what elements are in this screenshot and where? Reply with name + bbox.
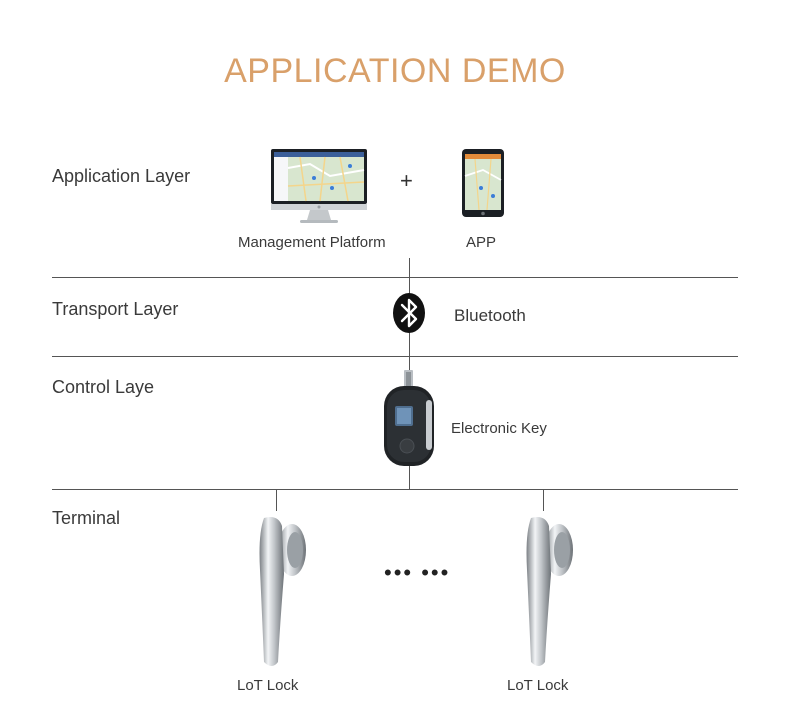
connector-line [409,258,410,300]
door-handle-lock-icon [250,514,310,670]
bluetooth-label: Bluetooth [454,306,526,325]
connector-line [409,466,410,489]
layer-label-application: Application Layer [52,166,191,186]
layer-divider [52,356,738,357]
layer-divider [52,277,738,278]
layer-divider [52,489,738,490]
layer-label-terminal: Terminal [52,508,121,528]
layer-label-control: Control Laye [52,377,155,397]
door-handle-lock-icon [517,514,577,670]
electronic-key-label: Electronic Key [451,420,547,437]
lock-label: LoT Lock [237,677,299,694]
lock-label: LoT Lock [507,677,569,694]
connector-line [543,489,544,511]
bluetooth-icon [392,292,426,334]
layer-label-transport: Transport Layer [52,299,179,319]
tablet-icon [461,148,505,218]
electronic-key-icon [382,370,436,468]
plus-sign: + [400,168,413,193]
management-platform-label: Management Platform [238,234,386,251]
app-label: APP [466,234,497,251]
connector-line [409,332,410,370]
ellipsis: ••• ••• [384,560,451,585]
connector-line [276,489,277,511]
page-title: APPLICATION DEMO [224,52,566,90]
desktop-monitor-icon [270,148,368,224]
